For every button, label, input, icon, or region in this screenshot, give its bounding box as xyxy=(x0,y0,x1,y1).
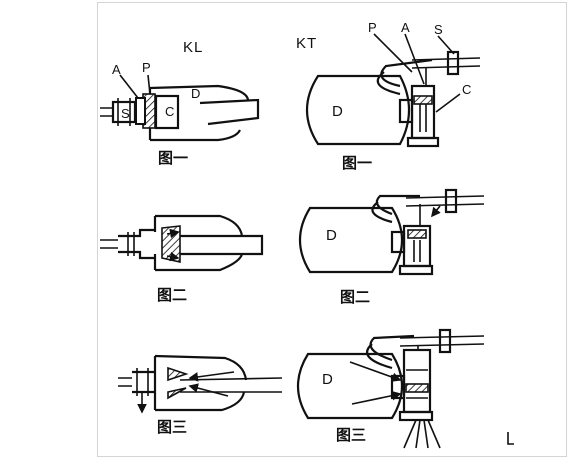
kt-label-s: S xyxy=(434,22,443,37)
kt-figure-2: D 图二 xyxy=(299,188,485,306)
kl-label-c: C xyxy=(165,104,174,119)
kl-figure-2: 图二 xyxy=(100,214,264,304)
kt-tank-label-3: D xyxy=(322,371,334,388)
tank-1 xyxy=(306,74,410,146)
kt-piston-3 xyxy=(405,383,429,393)
kt-label-a: A xyxy=(401,20,410,35)
piston-p-3a xyxy=(167,366,189,382)
tank-3 xyxy=(297,352,403,420)
kl-caption-2: 图二 xyxy=(157,286,187,304)
kl-label-s: S xyxy=(121,106,130,121)
kt-caption-2: 图二 xyxy=(340,288,370,306)
kl-title: KL xyxy=(183,39,203,56)
kt-tank-label-2: D xyxy=(326,227,338,244)
kt-piston-1 xyxy=(413,95,433,105)
kl-figure-3: 图三 xyxy=(118,354,283,436)
kt-label-c: C xyxy=(462,82,471,97)
corner-mark xyxy=(507,432,514,445)
kl-label-p: P xyxy=(142,60,151,75)
kt-figure-1: D P A S C 图一 xyxy=(306,20,481,172)
kt-figure-3: D 图三 xyxy=(297,328,485,449)
kt-tank-label-1: D xyxy=(332,103,344,120)
kt-caption-3: 图三 xyxy=(336,426,366,444)
kl-label-d: D xyxy=(191,86,200,101)
kl-caption-3: 图三 xyxy=(157,418,187,436)
kt-title: KT xyxy=(296,35,317,52)
kl-caption-1: 图一 xyxy=(158,149,188,167)
kt-label-p: P xyxy=(368,20,377,35)
piston-p-3b xyxy=(167,387,187,400)
figure-frame xyxy=(97,2,567,457)
kl-figure-1: A P S C D 图一 xyxy=(100,60,260,167)
tank-2 xyxy=(299,206,403,274)
kl-label-a: A xyxy=(112,62,121,77)
kt-piston-2 xyxy=(407,229,427,239)
kt-caption-1: 图一 xyxy=(342,154,372,172)
